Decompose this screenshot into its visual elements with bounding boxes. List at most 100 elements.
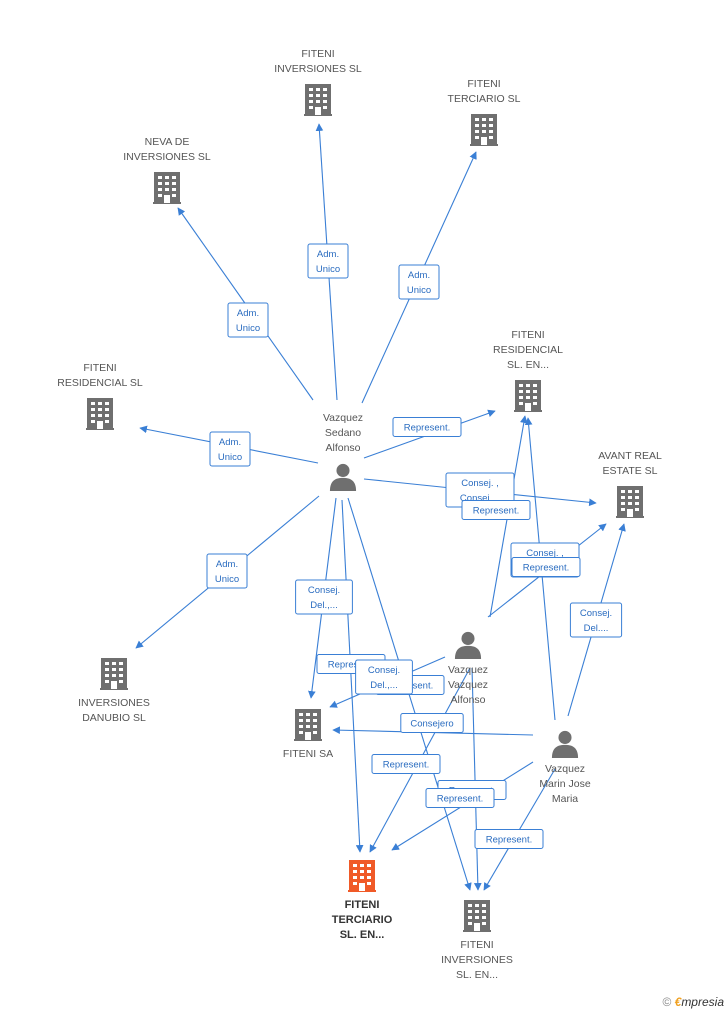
edge-label-sedano-to-fiteni_residencial_en[interactable]: Represent.: [392, 417, 462, 437]
edge-label-sedano-to-danubio[interactable]: Adm. Unico: [206, 553, 248, 589]
company-node-fiteni_sa[interactable]: FITENI SA: [283, 709, 333, 760]
building-icon: [304, 84, 332, 116]
node-label-line: FITENI: [345, 899, 380, 911]
building-icon: [348, 860, 376, 892]
edge-vazquez_alfonso-to-fiteni_inversiones_en: [471, 667, 482, 891]
edge-label-box: [569, 602, 623, 638]
node-label-line: INVERSIONES SL: [274, 63, 362, 75]
person-icon: [329, 463, 357, 491]
company-node-danubio[interactable]: INVERSIONES DANUBIO SL: [78, 658, 150, 724]
node-label-line: TERCIARIO SL: [448, 93, 521, 105]
node-label-line: FITENI: [467, 78, 500, 90]
edge-label-vazquez_alfonso-to-fiteni_residencial_en[interactable]: Represent.: [461, 500, 531, 520]
building-icon: [294, 709, 322, 741]
brand-logo-text: mpresia: [681, 995, 724, 1009]
company-node-fiteni_residencial_sl[interactable]: FITENI RESIDENCIAL SL: [57, 362, 143, 430]
building-icon: [153, 172, 181, 204]
edge-label-sedano-to-fiteni_terciario_sl[interactable]: Adm. Unico: [398, 264, 440, 300]
edge-label-text: Consej. ,: [461, 478, 499, 489]
person-icon: [551, 730, 579, 758]
building-icon: [463, 900, 491, 932]
edge-label-sedano-to-fiteni_sa[interactable]: Consej.Del.,...: [295, 579, 353, 615]
edge-label-text: Adm.: [237, 308, 259, 319]
node-label-line: FITENI: [511, 329, 544, 341]
edge-label-text: Consej.: [368, 665, 400, 676]
edge-label-box: [392, 417, 462, 437]
edge-label-box: [474, 829, 544, 849]
edge-label-text: Unico: [215, 574, 239, 585]
node-label-line: TERCIARIO: [332, 914, 393, 926]
edge-label-box: [511, 557, 581, 577]
node-label-line: NEVA DE: [145, 136, 190, 148]
edge-label-text: Adm.: [216, 559, 238, 570]
edge-label-marin-to-fiteni_residencial_en[interactable]: Represent.: [511, 557, 581, 577]
node-label-line: FITENI: [460, 939, 493, 951]
edge-label-text: Represent.: [328, 660, 374, 671]
edge-label-text: Del....: [584, 623, 609, 634]
node-label-line: Vazquez: [448, 664, 488, 676]
node-label-line: SL. EN...: [340, 929, 385, 941]
node-label-line: RESIDENCIAL SL: [57, 377, 143, 389]
edge-label-marin-to-fiteni_sa[interactable]: Consejero: [400, 713, 464, 733]
edge-label-vazquez_alfonso-to-fiteni_terciario_en[interactable]: Represent.: [371, 754, 441, 774]
node-label-line: FITENI: [301, 48, 334, 60]
company-node-fiteni_terciario_sl[interactable]: FITENI TERCIARIO SL: [448, 78, 521, 146]
edge-label-sedano-to-neva[interactable]: Adm. Unico: [227, 302, 269, 338]
edge-label-text: Unico: [236, 323, 260, 334]
edge-label-marin-to-fiteni_terciario_en[interactable]: Represent.: [425, 788, 495, 808]
edge-label-box: [400, 713, 464, 733]
edge-sedano-to-fiteni_terciario_en: [341, 499, 364, 853]
edge-label-text: Consej....: [460, 493, 500, 504]
edge-label-text: Represent.: [404, 423, 450, 434]
building-icon: [100, 658, 128, 690]
edge-label-text: Consej. ,: [526, 548, 564, 559]
edge-label-text: Represent.: [437, 794, 483, 805]
node-label-line: Vazquez: [323, 412, 363, 424]
node-label-line: SL. EN...: [507, 359, 549, 371]
edge-label-box: [295, 579, 353, 615]
company-node-fiteni_inversiones_sl[interactable]: FITENI INVERSIONES SL: [274, 48, 362, 116]
node-label-line: FITENI: [83, 362, 116, 374]
brand-logo-initial: €: [674, 995, 682, 1009]
node-label-line: SL. EN...: [456, 969, 498, 981]
edge-label-text: Adm.: [219, 437, 241, 448]
edge-label-marin-to-fiteni_inversiones_en[interactable]: Represent.: [474, 829, 544, 849]
building-icon: [514, 380, 542, 412]
edge-labels-layer: Adm.UnicoAdm.UnicoAdm.UnicoAdm.UnicoAdm.…: [206, 243, 623, 849]
company-node-fiteni_terciario_en[interactable]: FITENI TERCIARIO SL. EN...: [332, 860, 393, 941]
edge-label-box: [227, 302, 269, 338]
edge-label-sedano-to-fiteni_inversiones_sl[interactable]: Adm.Unico: [307, 243, 349, 279]
node-label-line: Sedano: [325, 427, 361, 439]
edge-label-text: Adm.: [408, 270, 430, 281]
nodes-layer: FITENI INVERSIONES SL FITENI TERCIARIO SL NE…: [57, 48, 662, 981]
node-label-line: Marin Jose: [539, 778, 591, 790]
edge-label-sedano-to-fiteni_residencial_sl[interactable]: Adm. Unico: [209, 431, 251, 467]
node-label-line: INVERSIONES: [78, 697, 150, 709]
building-icon: [470, 114, 498, 146]
node-label-line: DANUBIO SL: [82, 712, 146, 724]
edge-label-box: [425, 788, 495, 808]
node-label-line: ESTATE SL: [602, 465, 657, 477]
copyright-symbol: ©: [662, 995, 672, 1009]
empresia-watermark: © €mpresia: [662, 995, 724, 1009]
edge-label-text: Unico: [218, 452, 242, 463]
edge-label-box: [371, 754, 441, 774]
edge-label-text: Consejero: [410, 719, 453, 730]
node-label-line: FITENI SA: [283, 748, 333, 760]
edge-label-marin-to-avant[interactable]: Consej.Del....: [569, 602, 623, 638]
edge-label-vazquez_alfonso-to-fiteni_sa[interactable]: Consej.Del.,...: [355, 659, 413, 695]
edge-label-text: Unico: [407, 285, 431, 296]
edge-label-text: Consej.: [308, 585, 340, 596]
node-label-line: Vazquez: [545, 763, 585, 775]
edge-label-box: [307, 243, 349, 279]
building-icon: [616, 486, 644, 518]
edge-label-text: Represent.: [473, 506, 519, 517]
